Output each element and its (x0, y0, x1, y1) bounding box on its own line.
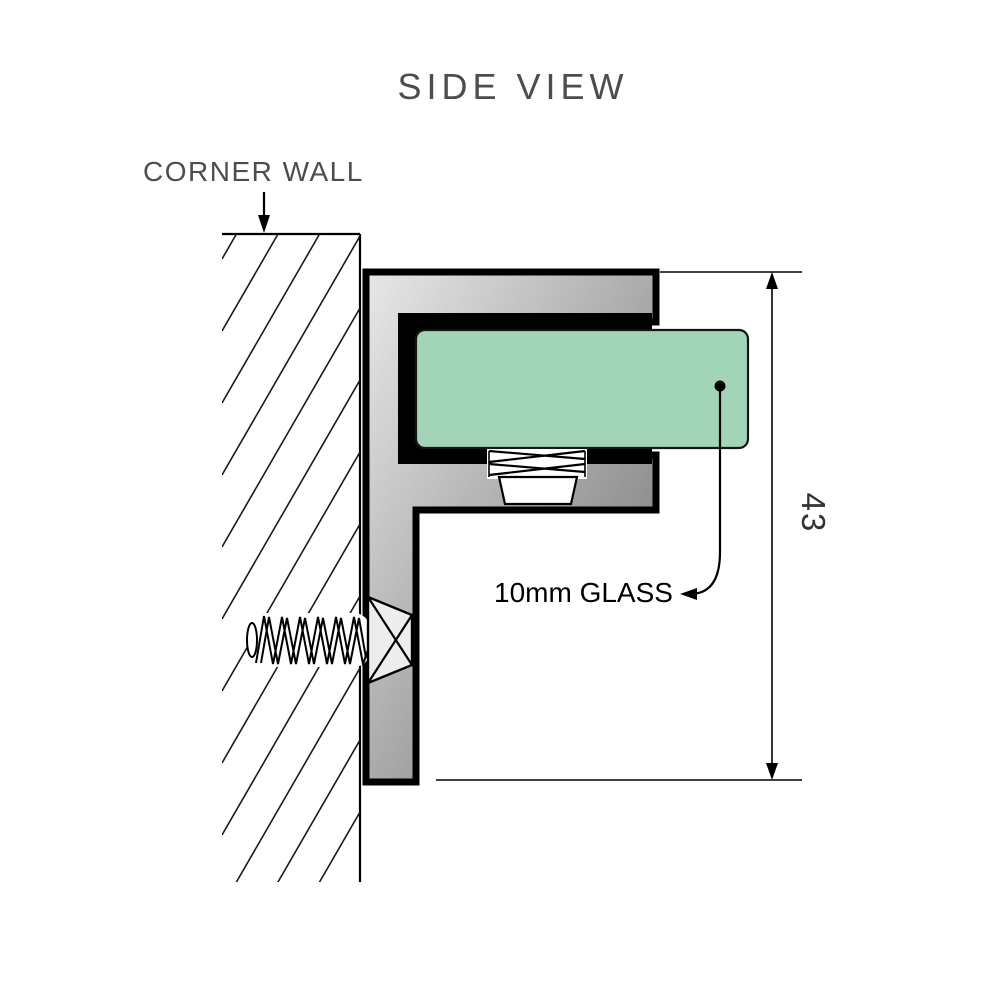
screw-head-cross (367, 596, 413, 666)
dot-icon (714, 380, 726, 392)
left-arrowhead-icon (680, 588, 697, 600)
bracket-profile (362, 268, 660, 786)
gasket-pleat-lines-2 (488, 449, 586, 477)
glass-callout: 10mm GLASS (494, 380, 726, 608)
dimension-43: 43 (436, 271, 832, 781)
up-arrowhead-icon (766, 272, 778, 289)
gasket-seal (487, 449, 587, 506)
gasket-cup (497, 475, 579, 506)
corner-wall-label: CORNER WALL (143, 156, 364, 187)
screw-tip (246, 622, 258, 658)
screw-thread (255, 615, 369, 668)
screw-head-cross-2 (367, 614, 413, 684)
wall-screw (246, 595, 414, 685)
page-title: SIDE VIEW (397, 66, 628, 107)
down-arrow-icon (258, 192, 270, 233)
screw-thread-2 (260, 616, 367, 665)
dimension-value: 43 (795, 493, 832, 534)
glass-panel (414, 328, 750, 450)
glass-label: 10mm GLASS (494, 577, 673, 608)
gasket-pleat-lines (488, 449, 586, 474)
down-arrowhead-icon (766, 763, 778, 780)
